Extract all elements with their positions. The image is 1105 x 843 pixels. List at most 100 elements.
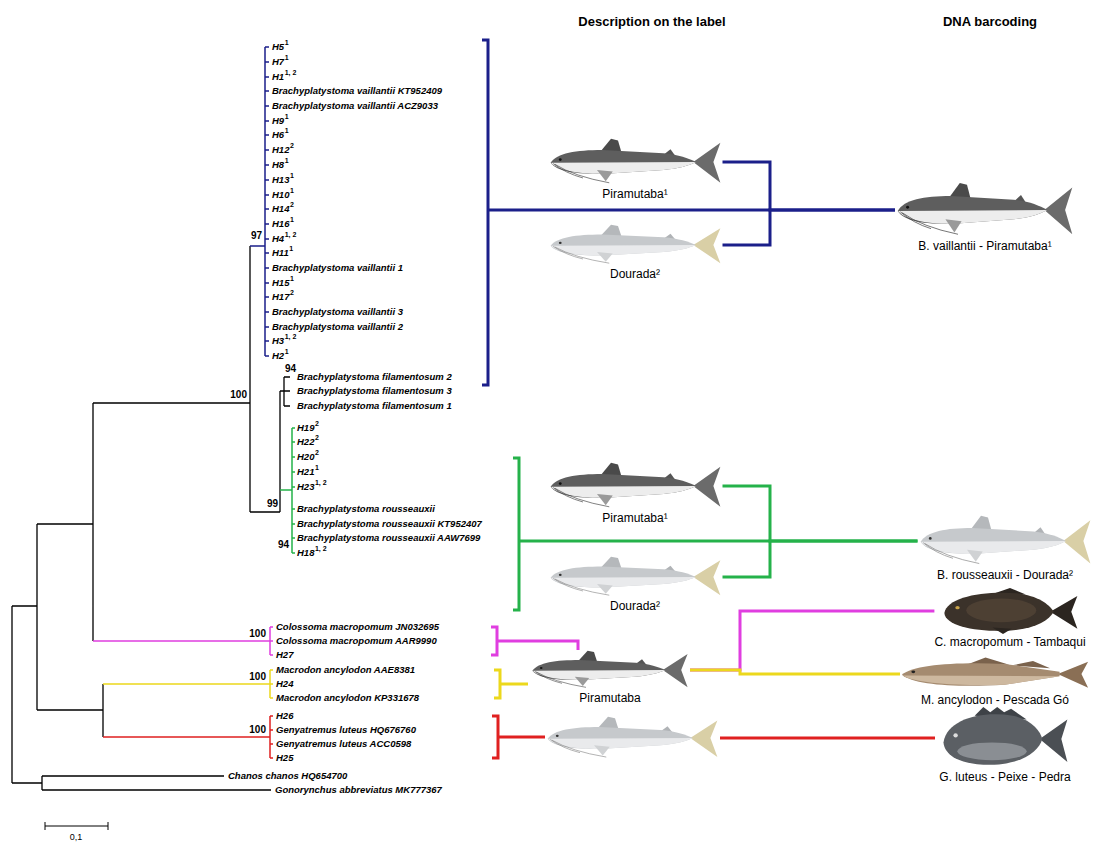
haplotype-superscript: 1 xyxy=(285,157,289,164)
fish-specimen: Dourada² xyxy=(548,556,723,614)
tree-branch xyxy=(103,716,273,758)
fish-illustration xyxy=(900,656,1090,692)
clade-bracket xyxy=(482,40,770,385)
taxon-label: H19 xyxy=(297,423,314,433)
bootstrap-value: 100 xyxy=(230,390,247,400)
taxon-label: H15 xyxy=(272,278,289,288)
clade-bracket xyxy=(494,670,528,698)
taxon-label: Macrodon ancylodon KP331678 xyxy=(276,693,419,703)
taxon-label: H24 xyxy=(276,679,293,689)
taxon-label: H4 xyxy=(272,234,284,244)
fish-caption: Piramutaba¹ xyxy=(602,512,667,526)
fish-illustration xyxy=(548,556,723,598)
taxon-label: Brachyplatystoma filamentosum 2 xyxy=(297,372,452,382)
clade-bracket xyxy=(513,458,770,610)
taxon-label: Gonorynchus abbreviatus MK777367 xyxy=(275,785,442,795)
clade-connector xyxy=(690,670,900,674)
taxon-label: H8 xyxy=(272,160,284,170)
taxon-label: H23 xyxy=(297,482,314,492)
taxon-label: H25 xyxy=(276,753,293,763)
bootstrap-value: 100 xyxy=(249,725,266,735)
clade-connector xyxy=(723,210,896,245)
fish-illustration xyxy=(895,182,1075,238)
haplotype-superscript: 1 xyxy=(315,464,319,471)
taxon-label: H18 xyxy=(297,548,314,558)
fish-picture xyxy=(943,707,1067,765)
fish-caption: B. rousseauxii - Dourada² xyxy=(937,569,1073,583)
tree-branch xyxy=(250,47,269,356)
bootstrap-value: 100 xyxy=(249,672,266,682)
taxon-label: H20 xyxy=(297,452,314,462)
haplotype-superscript: 2 xyxy=(315,420,319,427)
clade-bracket xyxy=(492,716,935,758)
scale-bar xyxy=(45,822,108,830)
fish-picture xyxy=(920,516,1090,564)
fish-caption: M. ancylodon - Pescada Gó xyxy=(921,694,1069,708)
clade-connector xyxy=(723,541,918,577)
fish-illustration xyxy=(918,515,1093,567)
taxon-label: H2 xyxy=(272,351,284,361)
bootstrap-value: 94 xyxy=(285,364,296,374)
taxon-label: H5 xyxy=(272,42,284,52)
fish-picture xyxy=(550,463,720,507)
fish-picture xyxy=(550,225,720,264)
taxon-label: H3 xyxy=(272,336,284,346)
taxon-label: Brachyplatystoma rousseauxii xyxy=(297,504,435,514)
taxon-label: H10 xyxy=(272,190,289,200)
haplotype-superscript: 1 xyxy=(285,113,289,120)
haplotype-superscript: 1 xyxy=(285,348,289,355)
tree-branch xyxy=(93,627,273,655)
taxon-label: Brachyplatystoma rousseauxii KT952407 xyxy=(297,519,482,529)
haplotype-superscript: 2 xyxy=(315,449,319,456)
clade-bracket xyxy=(491,627,578,655)
fish-picture xyxy=(550,139,720,183)
fish-illustration xyxy=(530,650,690,690)
taxon-label: Brachyplatystoma rousseauxii AAW7699 xyxy=(297,533,480,543)
fish-specimen: Piramutaba¹ xyxy=(548,138,723,202)
haplotype-superscript: 1, 2 xyxy=(285,333,297,340)
fish-illustration xyxy=(548,224,723,266)
haplotype-superscript: 1, 2 xyxy=(285,69,297,76)
haplotype-superscript: 2 xyxy=(290,289,294,296)
haplotype-superscript: 1 xyxy=(285,127,289,134)
haplotype-superscript: 1 xyxy=(290,275,294,282)
taxon-label: H22 xyxy=(297,437,314,447)
fish-caption: Piramutaba xyxy=(579,692,640,706)
taxon-label: Brachyplatystoma vaillantii ACZ9033 xyxy=(272,101,438,111)
taxon-label: Colossoma macropomum AAR9990 xyxy=(276,636,437,646)
fish-caption: C. macropomum - Tambaqui xyxy=(934,636,1085,650)
taxon-label: H27 xyxy=(276,650,293,660)
haplotype-superscript: 1 xyxy=(285,54,289,61)
fish-specimen: M. ancylodon - Pescada Gó xyxy=(900,656,1090,708)
fish-caption: Dourada² xyxy=(610,268,660,282)
column-heading: Description on the label xyxy=(578,15,725,28)
fish-picture xyxy=(944,588,1077,634)
fish-specimen: C. macropomum - Tambaqui xyxy=(934,588,1085,650)
clade-connector xyxy=(690,611,934,670)
taxon-label: H13 xyxy=(272,175,289,185)
taxon-label: Brachyplatystoma filamentosum 1 xyxy=(297,401,452,411)
taxon-label: Brachyplatystoma vaillantii KT952409 xyxy=(272,86,442,96)
fish-specimen: B. rousseauxii - Dourada² xyxy=(918,515,1093,583)
taxon-label: H1 xyxy=(272,72,284,82)
fish-specimen: G. luteus - Peixe - Pedra xyxy=(939,707,1070,785)
taxon-label: H16 xyxy=(272,219,289,229)
taxon-label: Colossoma macropomum JN032695 xyxy=(276,622,439,632)
haplotype-superscript: 1 xyxy=(290,187,294,194)
haplotype-superscript: 1 xyxy=(290,216,294,223)
taxon-label: H11 xyxy=(272,248,289,258)
fish-illustration xyxy=(548,138,723,186)
scale-value: 0,1 xyxy=(70,833,83,842)
fish-illustration xyxy=(940,588,1080,634)
taxon-label: H14 xyxy=(272,204,289,214)
bootstrap-value: 99 xyxy=(267,499,278,509)
clade-connector xyxy=(723,486,918,541)
haplotype-superscript: 2 xyxy=(290,142,294,149)
taxon-label: H7 xyxy=(272,57,284,67)
haplotype-superscript: 1 xyxy=(290,172,294,179)
haplotype-superscript: 1, 2 xyxy=(285,231,297,238)
bootstrap-value: 100 xyxy=(249,629,266,639)
taxon-label: H9 xyxy=(272,116,284,126)
